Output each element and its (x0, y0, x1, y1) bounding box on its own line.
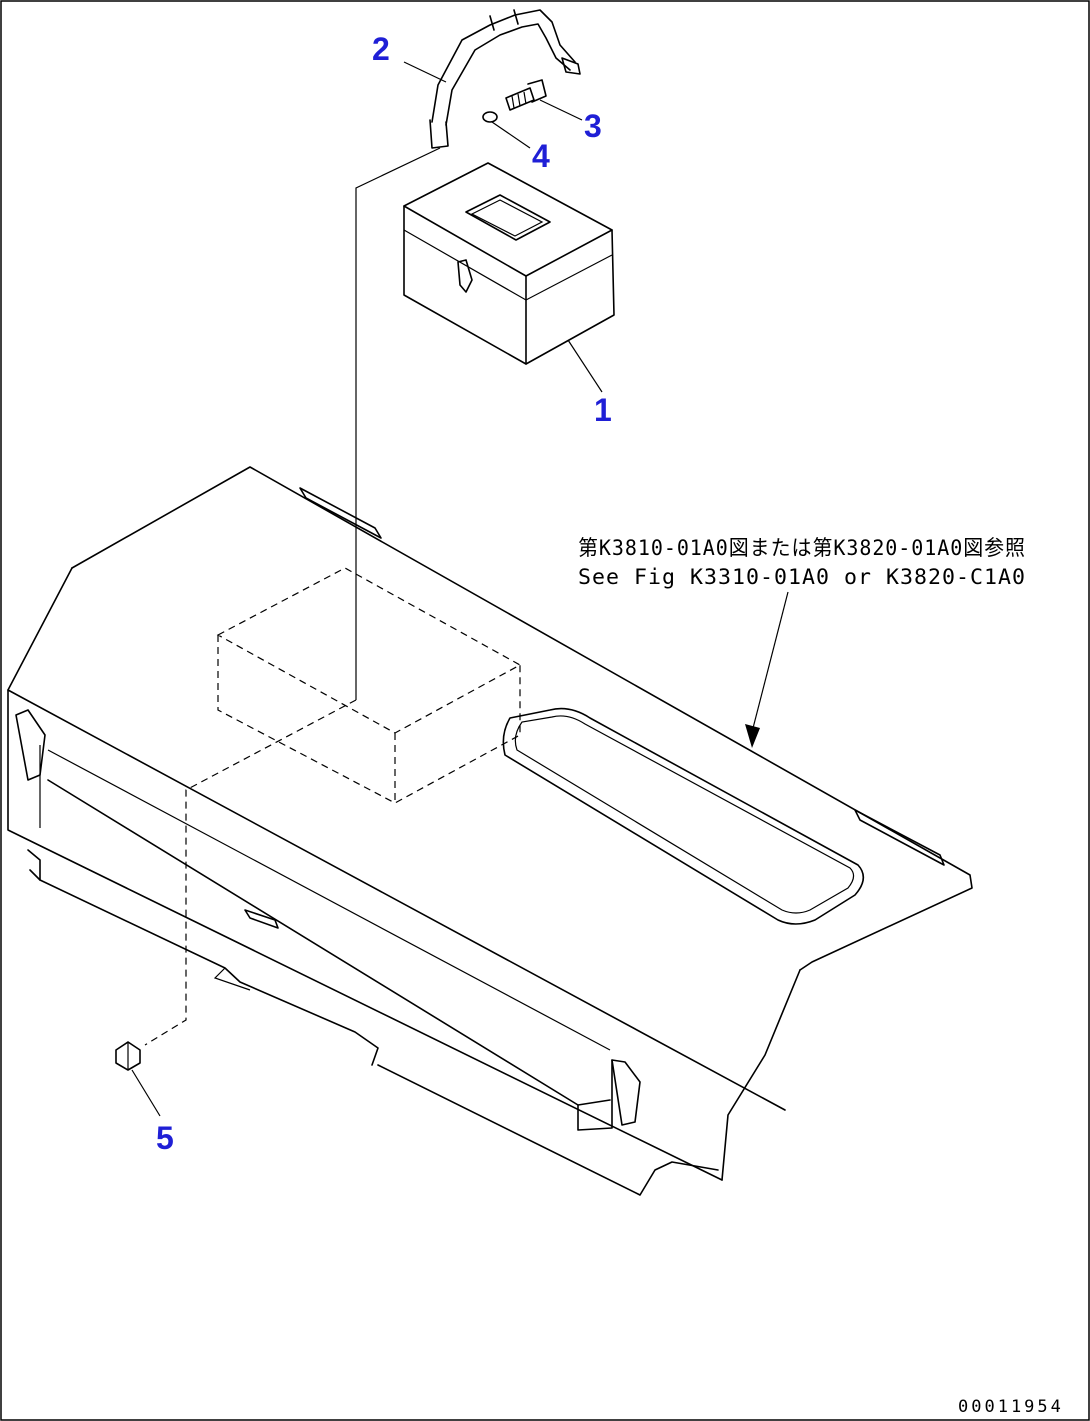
reference-note-japanese: 第K3810-01A0図または第K3820-01A0図参照 (578, 536, 1026, 560)
part-nut (115, 1041, 141, 1071)
part-handle-bracket (429, 9, 581, 149)
leader-5 (131, 1069, 161, 1117)
leader-2 (403, 61, 447, 83)
part-console-panel (7, 466, 973, 1196)
guide-line-upper (355, 147, 441, 700)
leader-3 (539, 99, 583, 121)
hidden-box-outline (216, 567, 522, 804)
leader-4 (491, 121, 531, 149)
leader-1 (567, 339, 603, 393)
callout-2: 2 (372, 31, 390, 67)
part-bolt (505, 79, 547, 111)
drawing-number: 00011954 (958, 1397, 1064, 1417)
guide-line-lower (144, 699, 357, 1046)
callout-4: 4 (532, 138, 550, 174)
callout-1: 1 (594, 392, 612, 428)
panel-window-opening (502, 707, 865, 925)
part-washer (482, 111, 498, 123)
callout-3: 3 (584, 108, 602, 144)
reference-note-english: See Fig K3310-01A0 or K3820-C1A0 (578, 565, 1026, 589)
leader-reference-arrowhead (745, 724, 760, 748)
leader-reference (751, 591, 789, 733)
part-box (403, 162, 615, 365)
callout-5: 5 (156, 1120, 174, 1156)
